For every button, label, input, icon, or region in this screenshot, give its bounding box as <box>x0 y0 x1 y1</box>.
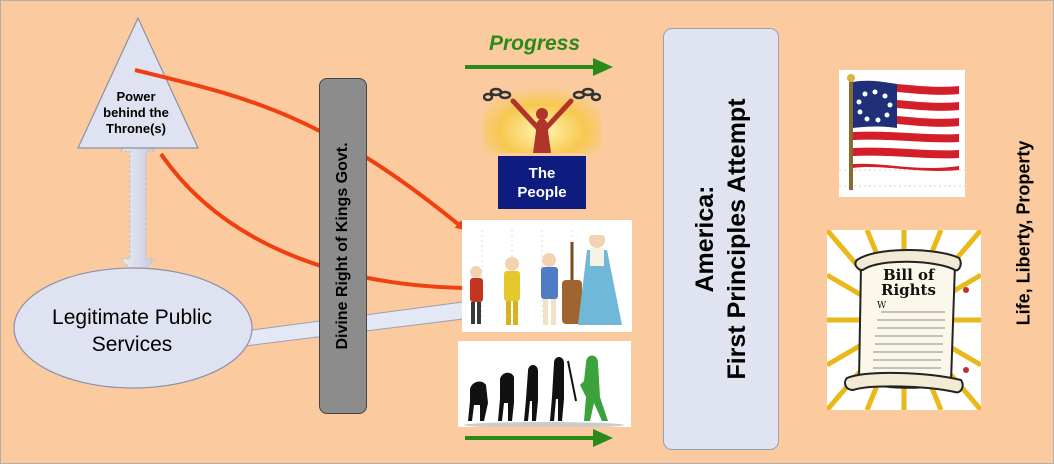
america-box: America: First Principles Attempt <box>663 28 779 450</box>
bill-of-rights-image: Bill of Rights W <box>827 230 981 410</box>
broken-chains-image <box>483 79 601 153</box>
divine-right-label: Divine Right of Kings Govt. <box>334 142 351 350</box>
bill-of-rights-mark: W <box>877 301 887 311</box>
us-flag-image <box>839 70 965 197</box>
america-line-2: First Principles Attempt <box>723 98 751 380</box>
life-liberty-property-label: Life, Liberty, Property <box>1013 140 1034 326</box>
america-label: America: First Principles Attempt <box>689 98 753 379</box>
america-line-1: America: <box>691 185 719 293</box>
red-arrow-lower <box>159 152 464 290</box>
red-arrow-upper <box>134 68 466 231</box>
services-label: Legitimate Public Services <box>52 306 212 356</box>
bill-of-rights-title-1: Bill of <box>883 266 936 284</box>
power-label: Power behind the Throne(s) <box>103 89 169 136</box>
bill-of-rights-title-2: Rights <box>881 281 936 299</box>
progress-arrow-top <box>465 58 613 76</box>
the-people-label: The People <box>517 164 567 201</box>
services-ellipse <box>13 267 253 389</box>
progress-arrow-bottom <box>465 429 613 447</box>
divine-right-box: Divine Right of Kings Govt. <box>319 78 367 414</box>
the-people-box: The People <box>498 156 586 209</box>
double-arrow-vertical <box>119 132 157 278</box>
power-triangle <box>77 16 199 149</box>
colonial-figures-image <box>462 220 632 332</box>
progress-label: Progress <box>489 32 581 55</box>
evolution-image <box>458 341 631 427</box>
